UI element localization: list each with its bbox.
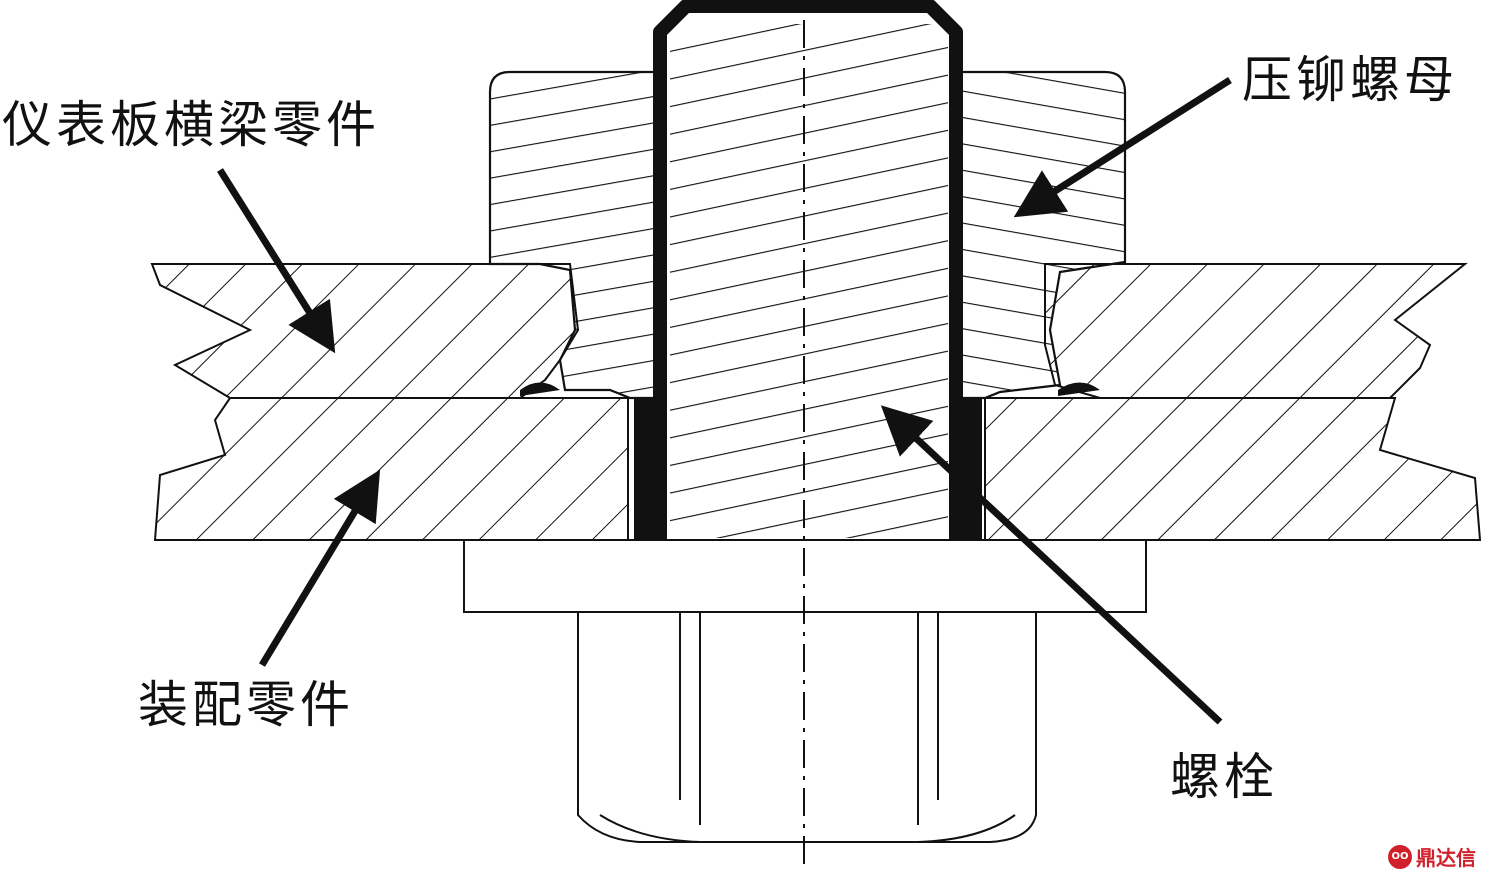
assembly-part-label: 装配零件 — [138, 676, 354, 734]
rivet-nut-label: 压铆螺母 — [1242, 51, 1458, 109]
beam-part-label: 仪表板横梁零件 — [2, 96, 380, 154]
watermark-text: 鼎达信 — [1416, 846, 1476, 870]
assembly-part-plate — [153, 397, 1482, 541]
arrow-rivet-nut — [1013, 77, 1232, 218]
arrow-bolt — [880, 405, 1223, 725]
bolt-label: 螺栓 — [1170, 748, 1278, 806]
watermark-logo-icon: OO — [1388, 844, 1412, 869]
rivet-nut — [488, 70, 1127, 400]
arrow-beam-part — [217, 168, 336, 354]
arrow-assembly-part — [259, 469, 381, 667]
watermark: OO 鼎达信 — [1388, 842, 1476, 871]
leader-arrows — [217, 77, 1232, 725]
beam-part-plate — [150, 263, 1468, 399]
